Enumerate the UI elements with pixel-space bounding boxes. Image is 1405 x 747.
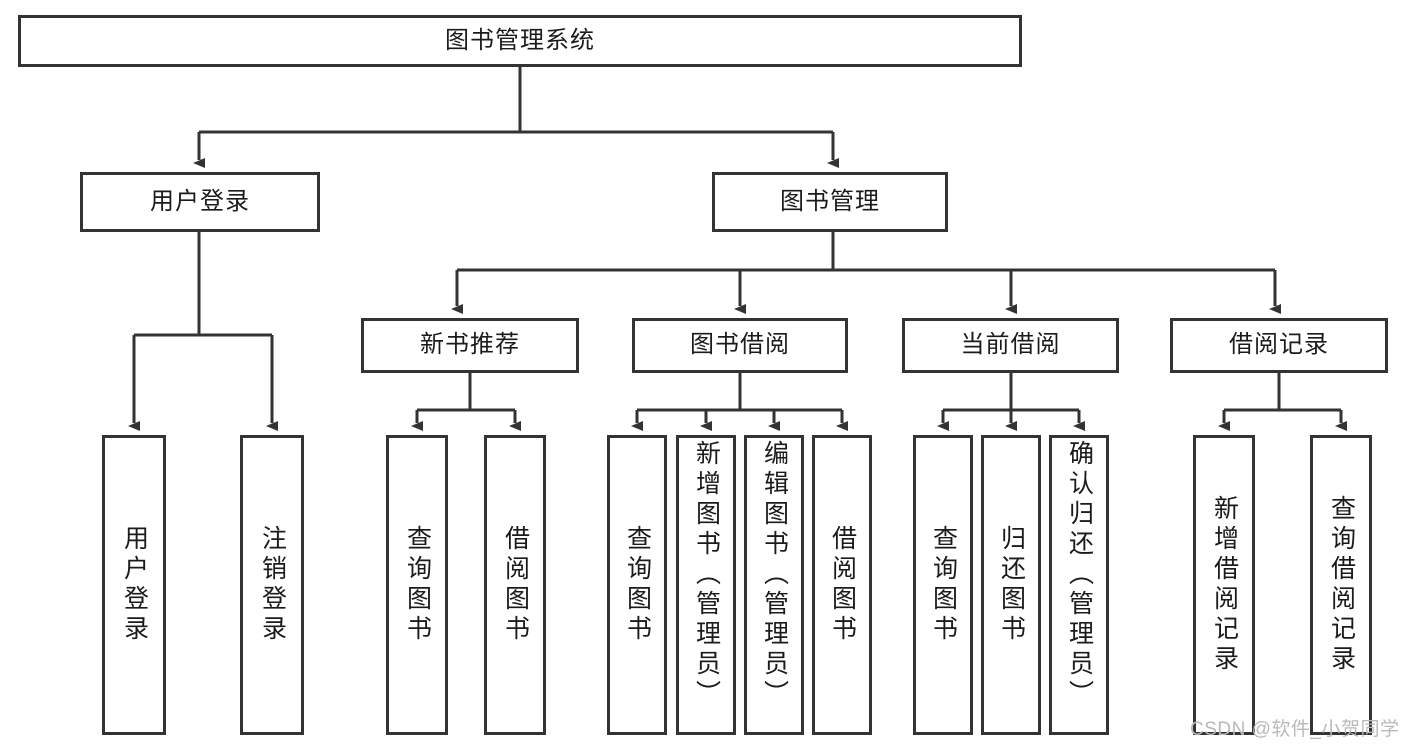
node-book-borrow-label: 图书借阅 (690, 331, 790, 359)
node-new-book-recommend[interactable]: 新书推荐 (361, 318, 579, 373)
node-leaf-edit-book-admin[interactable]: 编辑图书（管理员） (744, 435, 804, 735)
node-leaf-user-login[interactable]: 用户登录 (102, 435, 166, 735)
node-root[interactable]: 图书管理系统 (18, 15, 1022, 67)
node-book-borrow[interactable]: 图书借阅 (632, 318, 848, 373)
node-leaf-query-book-current[interactable]: 查询图书 (913, 435, 973, 735)
node-user-login-label: 用户登录 (150, 187, 250, 215)
node-book-manage-label: 图书管理 (780, 187, 880, 215)
csdn-watermark: CSDN @软件_小贺同学 (1190, 719, 1400, 740)
node-new-book-recommend-label: 新书推荐 (420, 331, 520, 359)
node-current-borrow[interactable]: 当前借阅 (902, 318, 1119, 373)
node-leaf-query-book-new[interactable]: 查询图书 (386, 435, 448, 735)
node-root-label: 图书管理系统 (445, 26, 595, 54)
node-leaf-add-borrow-record[interactable]: 新增借阅记录 (1193, 435, 1255, 735)
node-leaf-add-borrow-record-label: 新增借阅记录 (1210, 495, 1239, 675)
node-leaf-borrow-book[interactable]: 借阅图书 (812, 435, 872, 735)
node-leaf-return-book[interactable]: 归还图书 (981, 435, 1041, 735)
node-borrow-record[interactable]: 借阅记录 (1170, 318, 1388, 373)
node-book-manage[interactable]: 图书管理 (712, 172, 948, 232)
node-leaf-add-book-admin[interactable]: 新增图书（管理员） (676, 435, 736, 735)
node-leaf-return-book-label: 归还图书 (997, 525, 1026, 645)
node-leaf-user-login-label: 用户登录 (120, 525, 149, 645)
node-borrow-record-label: 借阅记录 (1229, 331, 1329, 359)
node-leaf-query-book-new-label: 查询图书 (403, 525, 432, 645)
node-leaf-query-book-borrow-label: 查询图书 (623, 525, 652, 645)
node-leaf-add-book-admin-label: 新增图书（管理员） (692, 440, 721, 710)
node-leaf-query-book-current-label: 查询图书 (929, 525, 958, 645)
node-leaf-query-borrow-record[interactable]: 查询借阅记录 (1310, 435, 1372, 735)
node-user-login[interactable]: 用户登录 (80, 172, 320, 232)
node-leaf-query-book-borrow[interactable]: 查询图书 (607, 435, 667, 735)
node-leaf-borrow-book-new[interactable]: 借阅图书 (484, 435, 546, 735)
node-current-borrow-label: 当前借阅 (960, 331, 1061, 359)
node-leaf-confirm-return-admin[interactable]: 确认归还（管理员） (1049, 435, 1109, 735)
node-leaf-confirm-return-admin-label: 确认归还（管理员） (1065, 440, 1094, 710)
node-leaf-borrow-book-label: 借阅图书 (828, 525, 857, 645)
node-leaf-logout-label: 注销登录 (258, 525, 287, 645)
node-leaf-borrow-book-new-label: 借阅图书 (501, 525, 530, 645)
node-leaf-logout[interactable]: 注销登录 (240, 435, 304, 735)
node-leaf-query-borrow-record-label: 查询借阅记录 (1327, 495, 1356, 675)
node-leaf-edit-book-admin-label: 编辑图书（管理员） (760, 440, 789, 710)
